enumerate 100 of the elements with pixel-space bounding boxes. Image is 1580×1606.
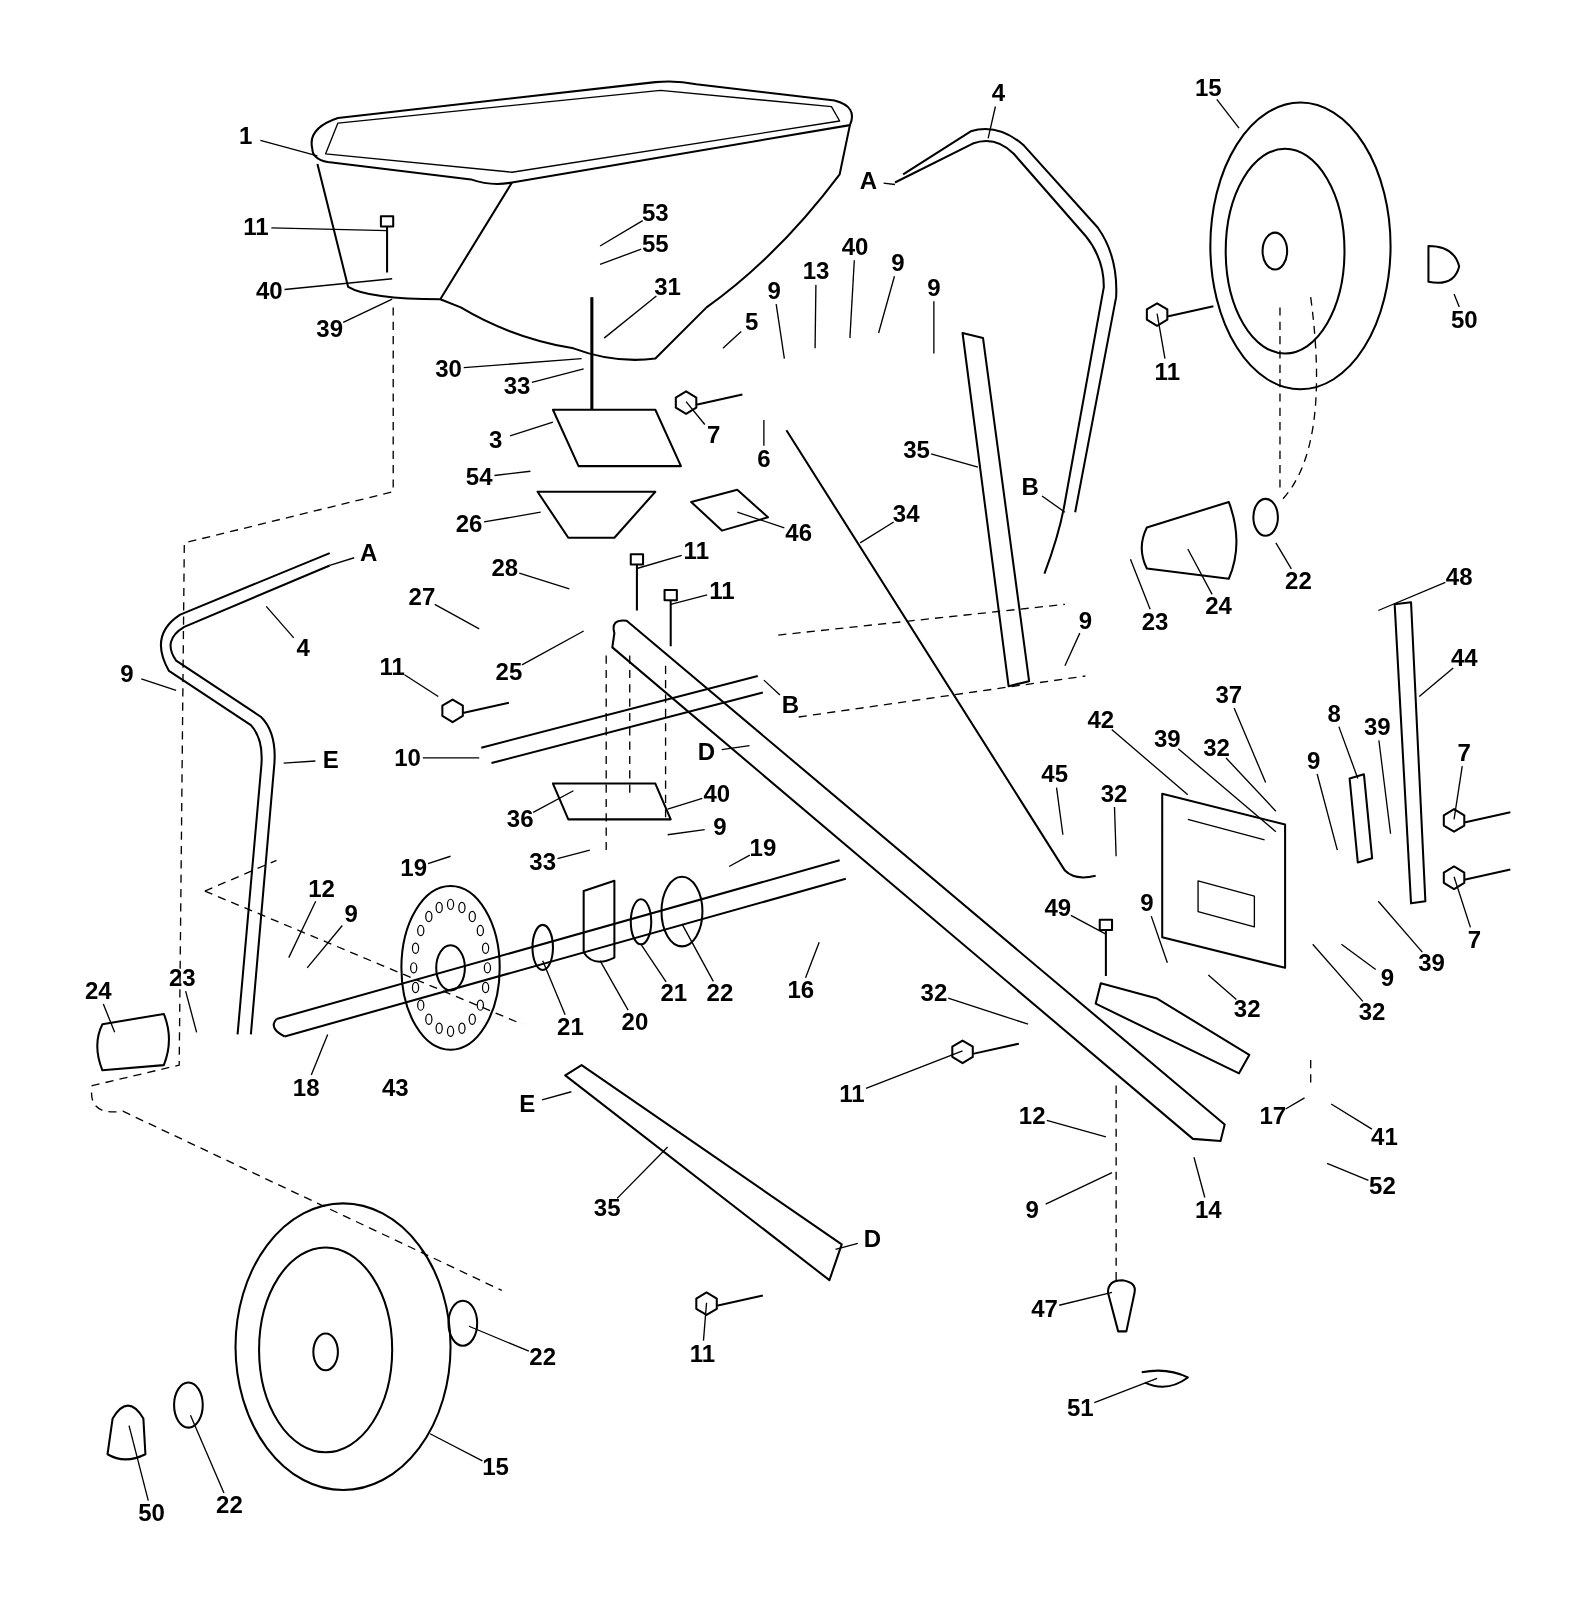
callout-number: 15 bbox=[1194, 76, 1222, 101]
leader-line bbox=[282, 760, 317, 764]
leader-line bbox=[1418, 667, 1454, 698]
callout-number: 47 bbox=[1031, 1296, 1058, 1321]
callout-number: 48 bbox=[1445, 564, 1473, 589]
leader-line bbox=[265, 605, 295, 639]
leader-line bbox=[468, 1325, 530, 1352]
callout-number: 9 bbox=[1078, 608, 1093, 633]
callout-number: 22 bbox=[706, 981, 734, 1006]
leader-line bbox=[329, 557, 355, 567]
callout-number: 24 bbox=[1205, 594, 1232, 619]
callout-number: 11 bbox=[839, 1081, 865, 1106]
callout-number: 21 bbox=[660, 981, 688, 1006]
leader-line bbox=[721, 745, 751, 751]
leader-line bbox=[259, 139, 319, 157]
leader-line bbox=[834, 1242, 859, 1251]
callout-number: 22 bbox=[216, 1493, 243, 1518]
leader-line bbox=[1064, 632, 1081, 667]
leader-line bbox=[1377, 900, 1423, 953]
callout-number: 4 bbox=[991, 81, 1006, 106]
callout-number: 32 bbox=[920, 981, 948, 1006]
leader-line bbox=[666, 828, 706, 836]
callout-number: 9 bbox=[767, 278, 781, 303]
callout-number: 11 bbox=[1154, 359, 1180, 384]
leader-line bbox=[1453, 765, 1463, 821]
leader-line bbox=[532, 790, 575, 813]
callout-number: 11 bbox=[709, 578, 735, 603]
leader-line bbox=[483, 511, 542, 523]
callout-number: 7 bbox=[1457, 740, 1471, 765]
leader-line bbox=[1453, 876, 1472, 929]
callout-number: 44 bbox=[1450, 646, 1478, 671]
leader-line bbox=[102, 1003, 116, 1034]
callout-number: 40 bbox=[703, 781, 731, 806]
leader-line bbox=[1156, 312, 1166, 360]
leader-line bbox=[882, 182, 896, 186]
leader-line bbox=[599, 960, 629, 1011]
leader-line bbox=[493, 470, 532, 477]
leader-line bbox=[603, 295, 658, 339]
callout-number: 24 bbox=[84, 979, 112, 1004]
callout-number: 13 bbox=[802, 259, 830, 284]
callout-number: 4 bbox=[296, 636, 310, 661]
leader-line bbox=[518, 572, 570, 590]
leader-line bbox=[933, 300, 935, 355]
leader-line bbox=[775, 303, 786, 360]
leader-line bbox=[1041, 495, 1066, 513]
callout-number: 22 bbox=[529, 1344, 557, 1369]
leader-line bbox=[1058, 1291, 1113, 1306]
leader-line bbox=[1187, 548, 1213, 595]
reference-letter: B bbox=[1021, 475, 1039, 500]
callout-number: 9 bbox=[713, 815, 727, 840]
leader-line bbox=[636, 554, 683, 570]
callout-number: 22 bbox=[1285, 568, 1312, 593]
leader-line bbox=[189, 1414, 225, 1494]
leader-line bbox=[865, 1050, 964, 1090]
callout-number: 55 bbox=[641, 231, 669, 256]
leader-line bbox=[1055, 786, 1064, 836]
leader-line bbox=[763, 419, 765, 447]
leader-line bbox=[670, 594, 708, 605]
callout-number: 41 bbox=[1371, 1124, 1398, 1149]
callout-number: 11 bbox=[243, 215, 269, 240]
leader-line bbox=[1338, 725, 1359, 780]
leader-line bbox=[722, 330, 742, 349]
leader-line bbox=[1378, 739, 1392, 835]
callout-number: 6 bbox=[757, 446, 771, 471]
callout-number: 9 bbox=[1140, 891, 1154, 916]
callout-number: 8 bbox=[1327, 701, 1341, 726]
callout-number: 51 bbox=[1066, 1396, 1094, 1420]
leader-line bbox=[1377, 581, 1446, 612]
callout-number: 20 bbox=[621, 1009, 649, 1034]
callout-number: 39 bbox=[1153, 727, 1181, 752]
callout-number: 18 bbox=[292, 1075, 320, 1100]
callout-number: 36 bbox=[506, 807, 534, 832]
leader-line bbox=[1453, 293, 1460, 308]
leader-line bbox=[288, 900, 317, 959]
callout-number: 32 bbox=[1100, 781, 1128, 806]
leader-line bbox=[434, 603, 480, 630]
leader-line bbox=[1340, 943, 1377, 971]
leader-line bbox=[763, 679, 781, 696]
reference-letter: A bbox=[359, 540, 378, 565]
leader-line bbox=[1150, 915, 1168, 964]
callout-number: 3 bbox=[488, 428, 503, 453]
leader-line bbox=[930, 453, 979, 468]
leader-line bbox=[283, 278, 393, 291]
callout-number: 34 bbox=[892, 502, 920, 526]
callout-number: 9 bbox=[1307, 748, 1321, 773]
callout-number: 35 bbox=[593, 1196, 621, 1221]
callout-number: 28 bbox=[491, 556, 519, 581]
callout-number: 23 bbox=[1141, 609, 1169, 634]
callout-number: 39 bbox=[1418, 950, 1445, 975]
reference-letter: B bbox=[781, 692, 800, 717]
leader-line bbox=[1275, 542, 1292, 570]
callout-number: 5 bbox=[744, 309, 759, 334]
leader-line bbox=[1207, 974, 1237, 1001]
callout-number: 42 bbox=[1087, 707, 1115, 732]
leader-line bbox=[947, 997, 1029, 1025]
leader-line bbox=[1233, 707, 1267, 784]
callout-number: 32 bbox=[1358, 999, 1386, 1024]
leader-line bbox=[306, 924, 343, 969]
callout-number: 35 bbox=[903, 437, 930, 462]
leader-line bbox=[1193, 1156, 1206, 1199]
